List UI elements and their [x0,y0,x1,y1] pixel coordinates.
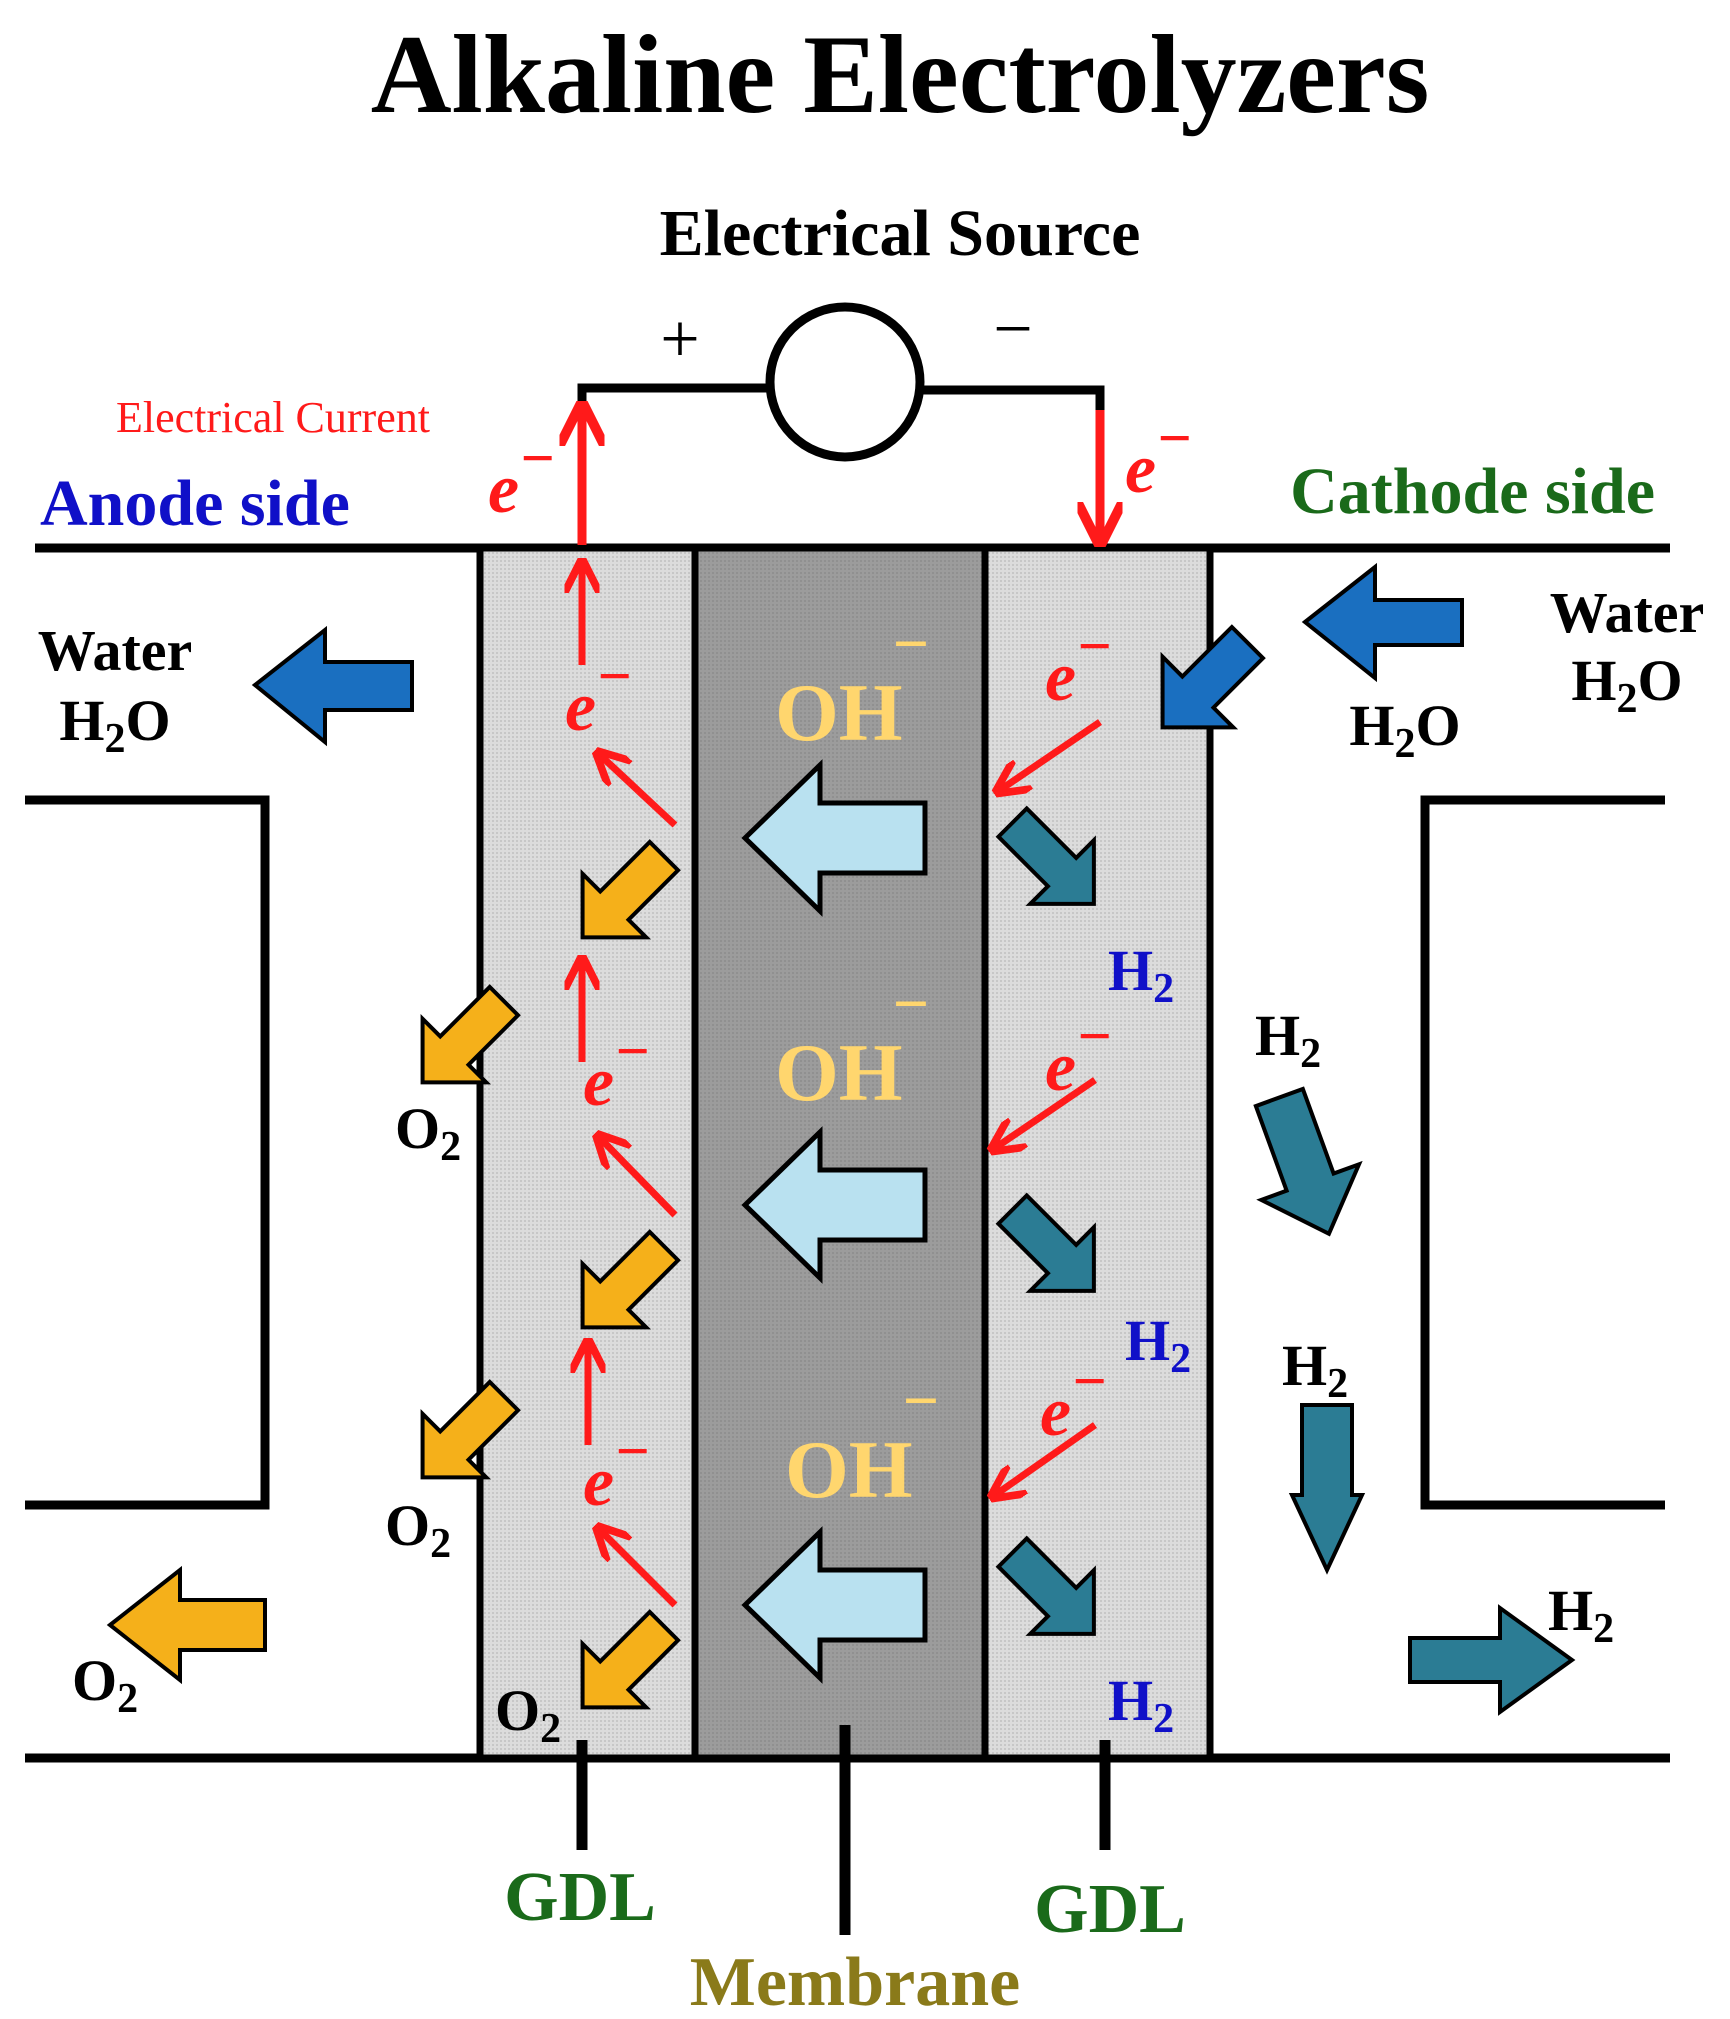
cathode-electron-arrows [995,719,1102,1495]
water-right-formula: H2O [1571,648,1682,722]
electron-label-cathode-2: e− [1045,1003,1112,1106]
gdl-left-layer [476,544,699,1762]
circuit-wire-right [920,385,1105,540]
o2-label-out: O2 [72,1648,138,1722]
electron-label-anode-top: e− [488,425,555,528]
water-left-label: Water [38,618,193,683]
anode-side-label: Anode side [40,467,350,540]
water-arrows [251,562,1464,747]
electron-label-cathode-top: e− [1125,405,1192,508]
o2-label-3: O2 [495,1678,561,1752]
hydroxide-label-1: OH− [775,608,929,758]
current-label: Electrical Current [116,393,430,442]
water-in-formula: H2O [1349,693,1460,767]
gdl-right-label: GDL [1034,1871,1186,1948]
source-minus: − [993,291,1032,368]
source-label: Electrical Source [660,197,1141,270]
electron-label-cathode-3: e− [1040,1348,1107,1451]
hydroxide-flow-arrows [741,759,928,1684]
cathode-side-label: Cathode side [1290,455,1655,528]
membrane-layer [691,544,989,1762]
hydrogen-arrows [995,805,1576,1716]
voltage-source-icon [765,302,925,462]
h2-label-channel-2: H2 [1282,1333,1348,1407]
electron-label-cathode-1: e− [1045,613,1112,716]
source-plus: + [660,301,699,378]
gdl-left-label: GDL [504,1859,656,1936]
membrane-label: Membrane [690,1944,1020,2019]
h2-label-out: H2 [1548,1578,1614,1652]
oxygen-arrows [106,839,681,1710]
anode-channel-bracket [25,795,270,1510]
hydroxide-label-3: OH− [785,1365,939,1515]
circuit-wire-left [577,383,770,540]
h2-label-gdl-2: H2 [1125,1308,1191,1382]
water-right-label: Water [1550,580,1705,645]
h2-label-gdl-1: H2 [1108,938,1174,1012]
electron-label-anode-2: e− [583,1018,650,1121]
water-left-formula: H2O [59,688,170,762]
o2-label-2: O2 [385,1493,451,1567]
electron-label-anode-1: e− [565,643,632,746]
o2-label-1: O2 [395,1096,461,1170]
cathode-channel-bracket [1420,795,1665,1510]
electron-label-anode-3: e− [583,1418,650,1521]
h2-label-gdl-3: H2 [1108,1668,1174,1742]
diagram-title: Alkaline Electrolyzers [371,13,1430,137]
h2-label-channel-1: H2 [1255,1003,1321,1077]
anode-electron-arrows [582,565,678,1608]
hydroxide-label-2: OH− [775,968,929,1118]
